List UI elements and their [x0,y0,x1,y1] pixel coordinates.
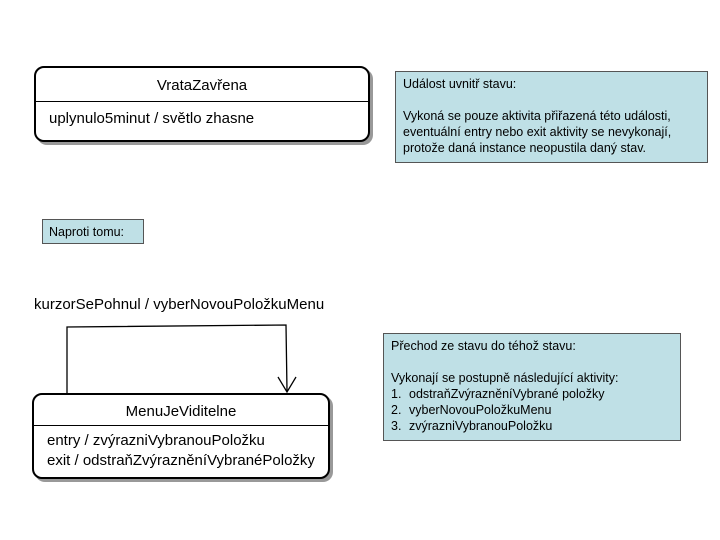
state-vrata-zavrena: VrataZavřena uplynulo5minut / světlo zha… [34,66,370,142]
item-number: 1. [391,387,402,401]
item-number: 3. [391,419,402,433]
transition-label: kurzorSePohnul / vyberNovouPoložkuMenu [34,296,325,313]
state-menu-je-viditelne: MenuJeViditelne entry / zvýrazniVybranou… [32,393,330,479]
list-item: 1. odstraňZvýrazněníVybrané položky [391,386,673,402]
note-title: Přechod ze stavu do téhož stavu: [391,339,576,353]
state-name: VrataZavřena [156,77,248,94]
state-divider [36,101,368,102]
list-item: 3. zvýrazniVybranouPoložku [391,418,673,434]
note-internal-event: Událost uvnitř stavu: Vykoná se pouze ak… [395,71,708,163]
item-text: vyberNovouPoložkuMenu [409,403,552,417]
note-self-transition: Přechod ze stavu do téhož stavu: Vykonaj… [383,333,681,441]
entry-activity: entry / zvýrazniVybranouPoložku [47,432,265,449]
internal-transition: uplynulo5minut / světlo zhasne [49,110,255,127]
note-line: Vykoná se pouze aktivita přiřazená této … [403,109,671,123]
item-text: zvýrazniVybranouPoložku [409,419,553,433]
state-divider [34,425,328,426]
exit-activity: exit / odstraňZvýrazněníVybranéPoložky [47,452,315,469]
note-text: Naproti tomu: [49,225,125,239]
list-item: 2. vyberNovouPoložkuMenu [391,402,673,418]
note-line: eventuální entry nebo exit aktivity se n… [403,125,672,139]
item-number: 2. [391,403,402,417]
item-text: odstraňZvýrazněníVybrané položky [409,387,605,401]
note-intro: Vykonají se postupně následující aktivit… [391,371,619,385]
note-contrast: Naproti tomu: [42,219,144,244]
note-title: Událost uvnitř stavu: [403,77,517,91]
note-line: protože daná instance neopustila daný st… [403,141,646,155]
state-name: MenuJeViditelne [125,403,237,420]
